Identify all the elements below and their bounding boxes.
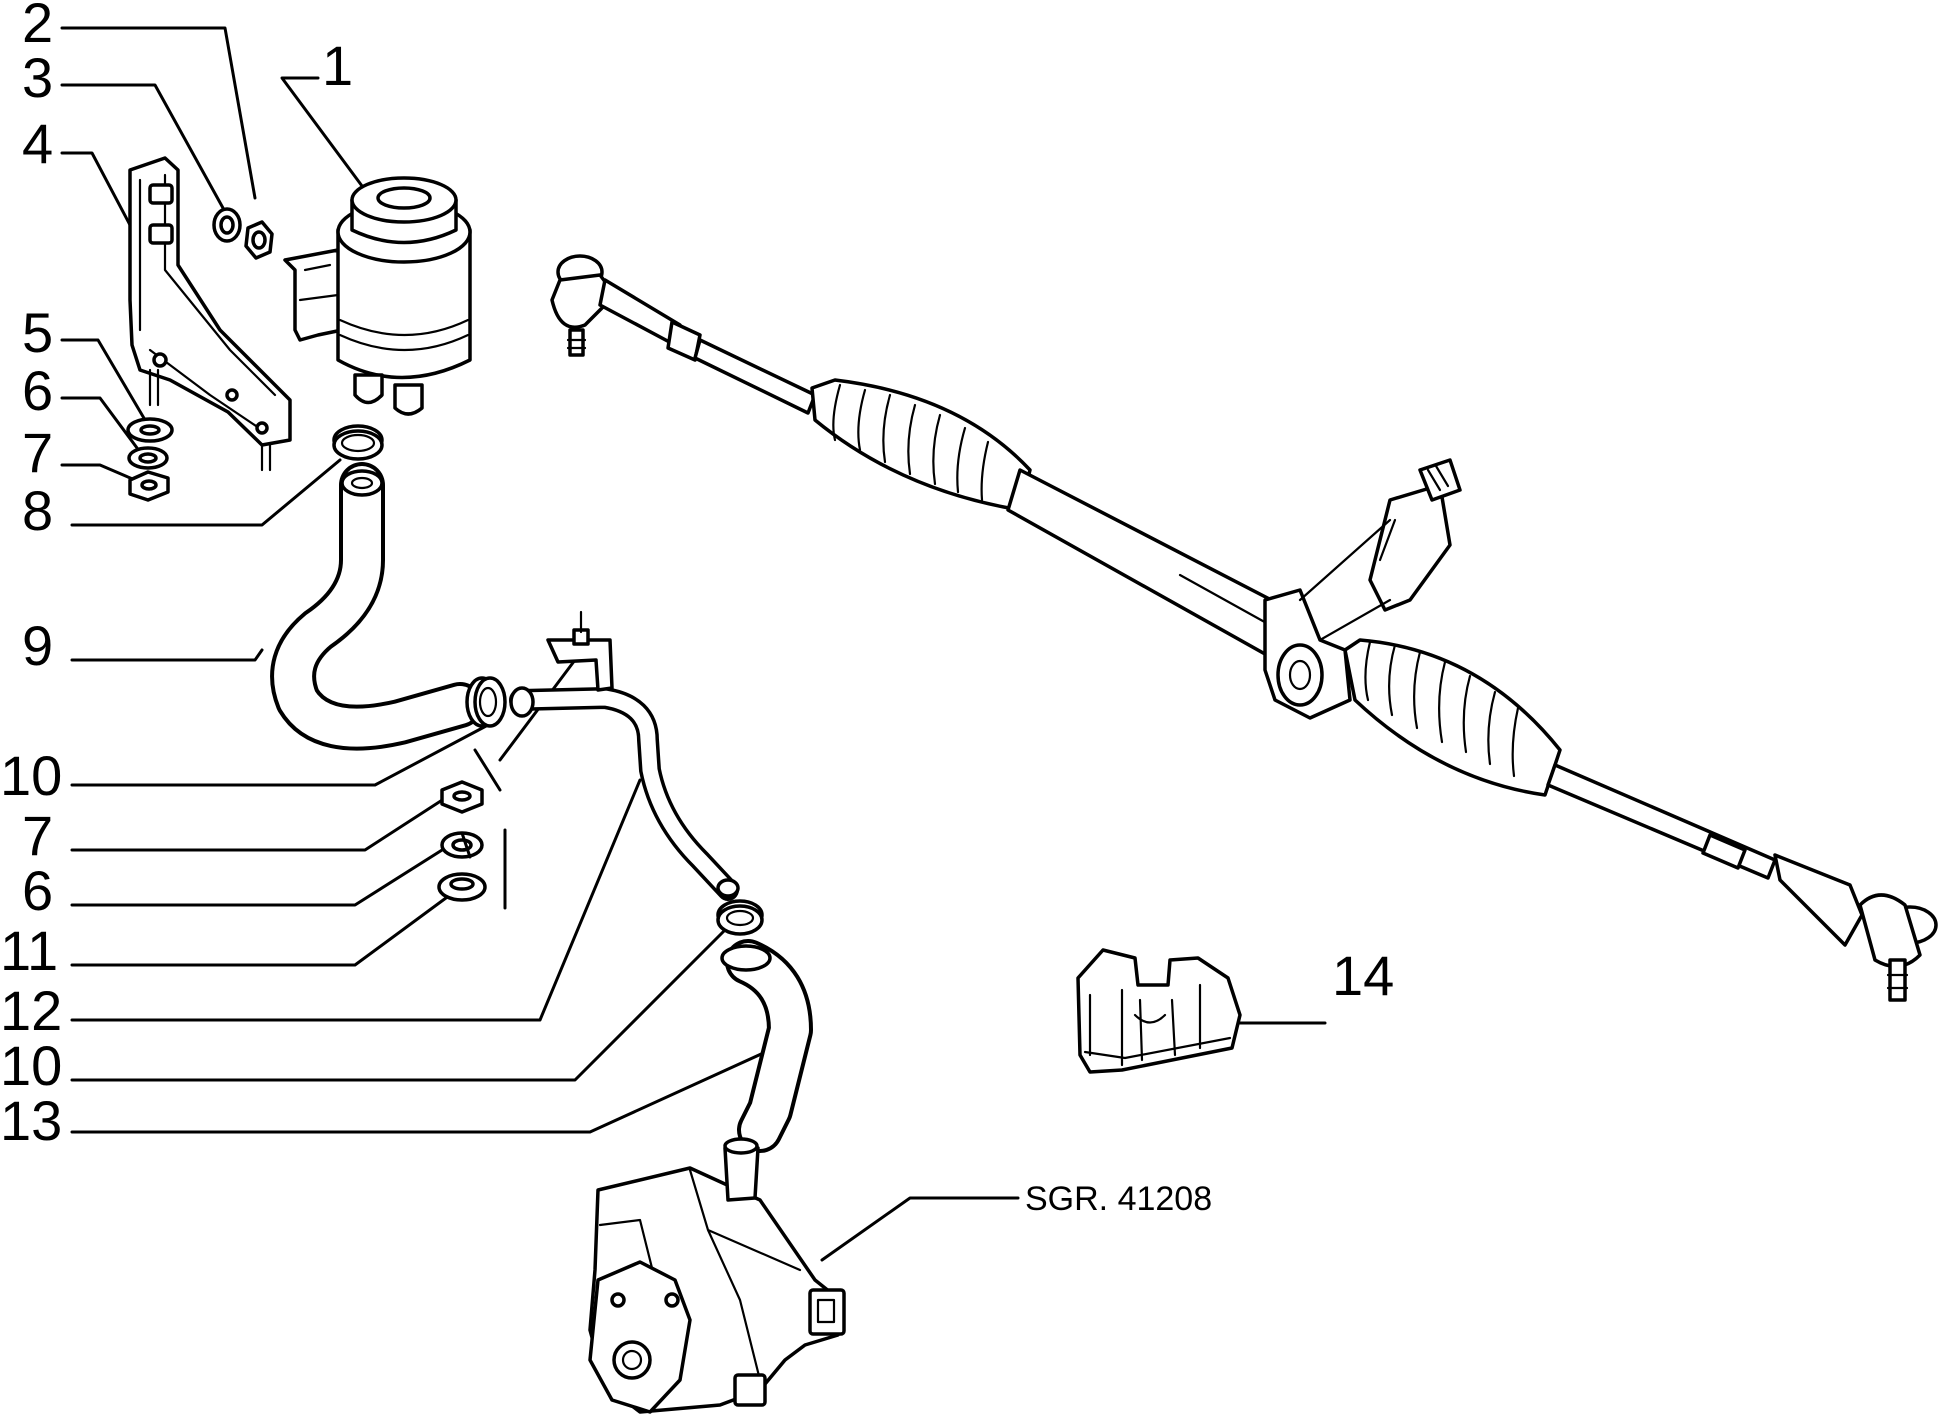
callout-8: 8 (22, 479, 53, 542)
leader-3 (60, 83, 225, 210)
leader-1 (280, 76, 367, 192)
leader-bracket-b (473, 748, 502, 792)
reference-code: SGR. 41208 (1025, 1180, 1212, 1218)
callout-5: 5 (22, 301, 53, 364)
tie-rod-end-right (1773, 853, 1938, 1002)
nut-part-7 (128, 470, 170, 502)
callout-1: 1 (322, 34, 353, 97)
bellows-right (1343, 638, 1562, 797)
nut-part-2 (244, 220, 274, 260)
steering-rack (550, 254, 1938, 1002)
leader-10b (70, 923, 732, 1082)
leader-5 (60, 338, 150, 427)
washer-part-5 (126, 417, 174, 443)
leader-2 (60, 26, 257, 200)
callout-7: 7 (22, 804, 53, 867)
callout-11: 11 (0, 919, 58, 982)
leader-6a (60, 396, 142, 454)
leader-4 (60, 151, 132, 227)
leader-8 (70, 458, 342, 527)
leader-ref (820, 1196, 1020, 1262)
callout-4: 4 (22, 112, 53, 175)
callout-7: 7 (22, 421, 53, 484)
callout-12: 12 (0, 979, 62, 1042)
hose-part-9 (270, 462, 483, 751)
bracket-part-4 (128, 156, 292, 472)
bellows-left (810, 378, 1032, 512)
leader-10a (70, 723, 490, 787)
callout-3: 3 (22, 46, 53, 109)
callout-14: 14 (1332, 944, 1394, 1007)
pipe-part-12 (509, 686, 739, 901)
leader-9 (70, 648, 264, 662)
callout-6: 6 (22, 359, 53, 422)
leader-lines (60, 26, 1327, 1262)
clamp-part-8 (332, 424, 384, 461)
washer-part-3 (212, 207, 242, 243)
pinion-valve-housing (1263, 458, 1462, 720)
mount-part-14 (1076, 948, 1242, 1074)
clamp-part-10-lower (716, 878, 764, 936)
leader-6b (70, 843, 452, 907)
callout-10: 10 (0, 1034, 62, 1097)
clamp-part-10-upper (465, 676, 507, 728)
leader-13 (70, 1048, 772, 1134)
lock-washer-part-6-lower (440, 831, 484, 859)
leader-12 (70, 778, 642, 1022)
callout-labels: 2 3 4 1 5 6 7 8 9 10 7 6 11 12 10 13 14 … (0, 0, 1394, 1218)
washer-part-11 (437, 872, 487, 902)
leader-7a (60, 463, 137, 482)
reservoir-part-1 (283, 176, 472, 416)
callout-2: 2 (22, 0, 53, 54)
callout-6: 6 (22, 859, 53, 922)
callout-13: 13 (0, 1089, 62, 1152)
callout-10: 10 (0, 744, 62, 807)
nut-part-7-lower (440, 780, 484, 814)
leader-7b (70, 793, 452, 852)
tie-rod-end-left (550, 254, 702, 362)
pipe-bracket (546, 610, 614, 692)
hose-part-13 (720, 939, 813, 1153)
lock-washer-part-6 (127, 446, 169, 470)
leader-11 (70, 893, 452, 967)
callout-9: 9 (22, 614, 53, 677)
power-steering-pump (588, 1137, 846, 1414)
